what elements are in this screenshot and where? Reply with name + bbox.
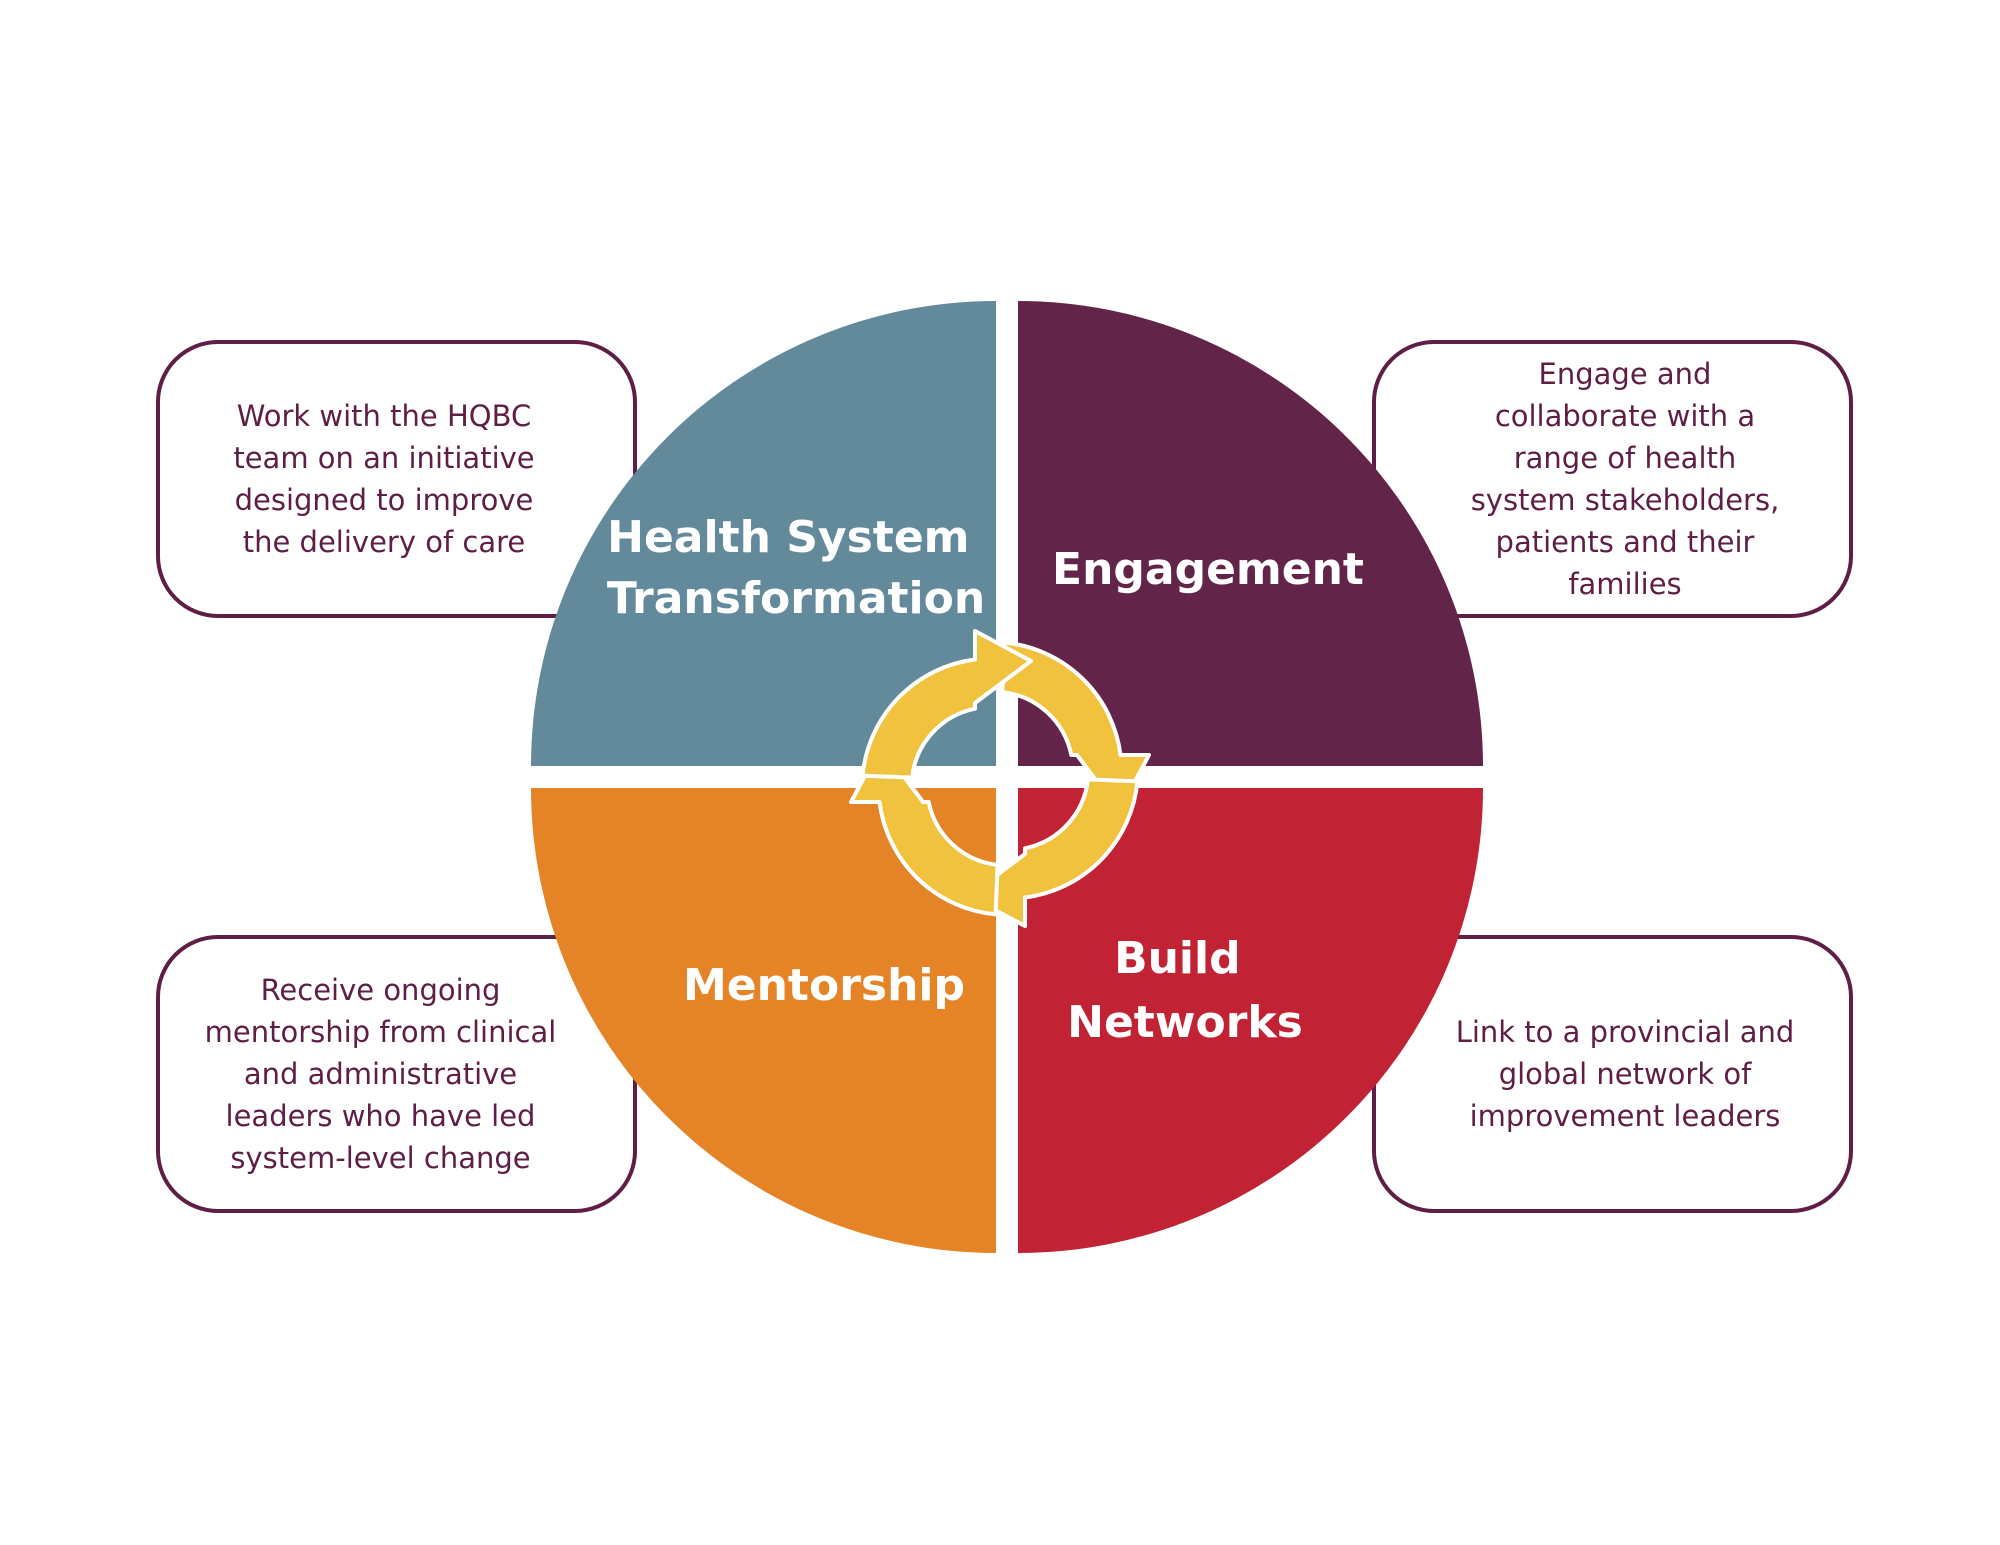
callout-line: collaborate with a bbox=[1494, 399, 1756, 433]
quadrant-label-line: Health System bbox=[607, 512, 969, 563]
callout-line: the delivery of care bbox=[242, 525, 526, 559]
quadrant-label-build-networks: Build Networks bbox=[1067, 933, 1303, 1048]
cycle-arrow-segment bbox=[1000, 640, 1151, 813]
cycle-arrow-segment bbox=[860, 629, 1033, 780]
quadrant-mentorship bbox=[531, 788, 996, 1253]
callout-line: system stakeholders, bbox=[1470, 483, 1780, 517]
callout-line: improvement leaders bbox=[1469, 1099, 1781, 1133]
callout-line: team on an initiative bbox=[233, 441, 535, 475]
callout-line: patients and their bbox=[1495, 525, 1755, 559]
callout-line: Work with the HQBC bbox=[236, 399, 532, 433]
callout-line: designed to improve bbox=[234, 483, 534, 517]
callout-line: system-level change bbox=[230, 1141, 531, 1175]
quadrant-engagement bbox=[1018, 301, 1483, 766]
quadrant-health-system-transformation bbox=[531, 301, 996, 766]
quadrant-label-line: Mentorship bbox=[683, 960, 965, 1011]
callout-engagement: Engage and collaborate with a range of h… bbox=[1372, 340, 1853, 618]
cycle-arrow-segment bbox=[967, 777, 1140, 928]
callout-line: families bbox=[1568, 567, 1682, 601]
callout-mentorship: Receive ongoing mentorship from clinical… bbox=[156, 935, 637, 1213]
callout-build-networks: Link to a provincial and global network … bbox=[1372, 935, 1853, 1213]
callout-line: Receive ongoing bbox=[260, 973, 501, 1007]
cycle-arrows-icon bbox=[849, 629, 1151, 928]
quadrant-label-line: Transformation bbox=[607, 573, 985, 624]
callout-line: global network of bbox=[1498, 1057, 1752, 1091]
quadrant-label-line: Networks bbox=[1067, 997, 1303, 1048]
callout-line: and administrative bbox=[243, 1057, 518, 1091]
quadrant-label-line: Engagement bbox=[1052, 544, 1364, 595]
callout-line: mentorship from clinical bbox=[204, 1015, 557, 1049]
quadrant-label-engagement: Engagement bbox=[1052, 544, 1364, 595]
callout-line: Engage and bbox=[1538, 357, 1712, 391]
quadrant-label-line: Build bbox=[1114, 933, 1241, 984]
callout-line: Link to a provincial and bbox=[1455, 1015, 1795, 1049]
quadrant-label-health-system-transformation: Health System Transformation bbox=[607, 512, 985, 624]
quadrant-label-mentorship: Mentorship bbox=[683, 960, 965, 1011]
callout-line: range of health bbox=[1513, 441, 1737, 475]
quadrant-build-networks bbox=[1018, 788, 1483, 1253]
callout-line: leaders who have led bbox=[225, 1099, 536, 1133]
cycle-arrow-segment bbox=[849, 744, 1000, 917]
callout-health-system-transformation: Work with the HQBC team on an initiative… bbox=[156, 340, 637, 618]
